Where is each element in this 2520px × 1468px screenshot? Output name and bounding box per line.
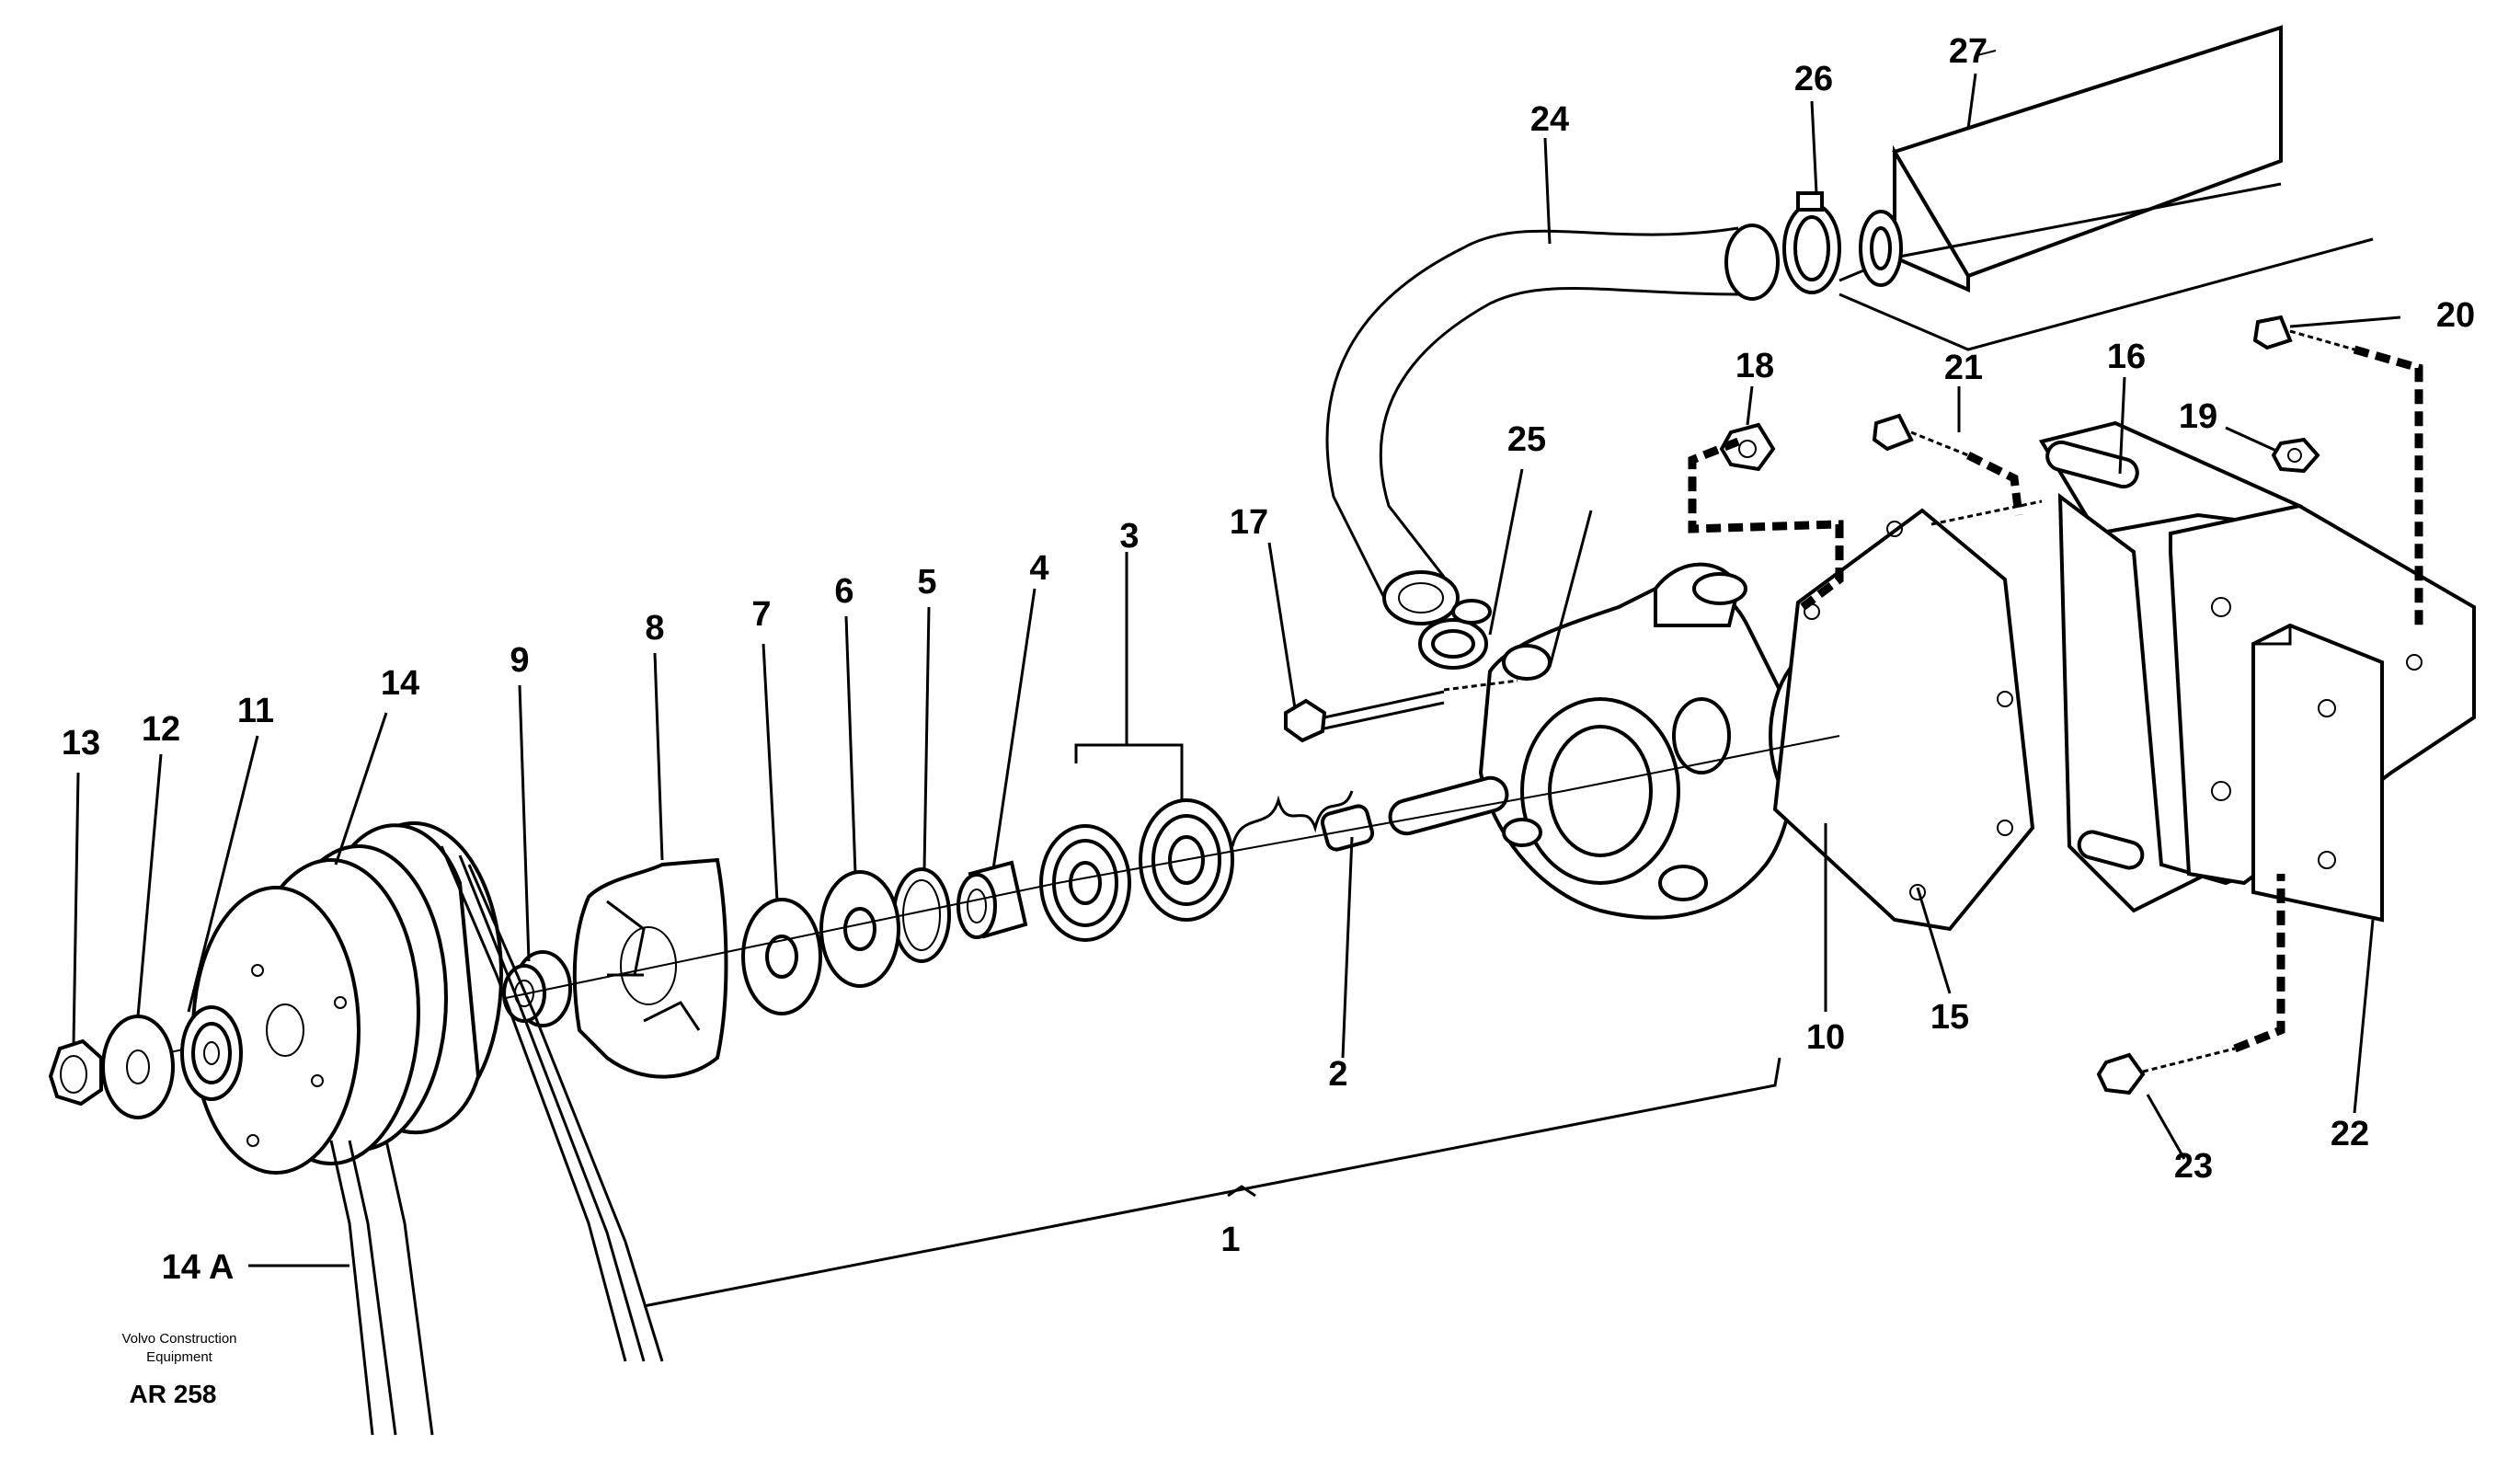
label-20: 20: [2436, 296, 2475, 335]
label-27: 27: [1949, 32, 1987, 71]
label-1: 1: [1220, 1221, 1240, 1259]
label-25: 25: [1507, 420, 1546, 459]
coolant-hose: [1325, 224, 1780, 625]
label-17: 17: [1230, 503, 1268, 542]
assembly-lines: [1688, 345, 2423, 1053]
label-4: 4: [1029, 549, 1048, 588]
label-15: 15: [1930, 998, 1969, 1037]
label-23: 23: [2174, 1147, 2213, 1186]
gasket-plate: [1772, 508, 2035, 932]
bolt-23: [2096, 1047, 2236, 1095]
leader-lines: [72, 73, 2401, 1308]
label-21: 21: [1944, 349, 1983, 387]
drawing-code: AR 258: [130, 1380, 217, 1408]
label-13: 13: [62, 724, 100, 763]
company-name-line2: Equipment: [146, 1349, 213, 1365]
bearing-inner: [1039, 824, 1131, 942]
radiator-tank: [1838, 25, 2374, 351]
drive-belt: [329, 845, 664, 1436]
bolt-17: [1284, 679, 1518, 743]
label-9: 9: [510, 641, 529, 680]
label-22: 22: [2331, 1115, 2369, 1153]
label-26: 26: [1794, 60, 1833, 98]
label-10: 10: [1806, 1018, 1845, 1057]
label-11: 11: [237, 692, 274, 730]
nut-19: [2271, 437, 2320, 474]
label-14a: 14 A: [162, 1248, 235, 1287]
washer-7: [741, 898, 822, 1015]
washer-6: [819, 870, 900, 988]
label-19: 19: [2179, 397, 2217, 436]
label-14: 14: [381, 664, 419, 703]
label-2: 2: [1328, 1055, 1347, 1094]
label-24: 24: [1530, 100, 1569, 139]
sleeve: [956, 860, 1028, 939]
bolt-upper-gasket: [1930, 499, 2043, 526]
label-6: 6: [834, 572, 853, 611]
pump-housing: [1478, 562, 1796, 920]
nut-13: [48, 1038, 103, 1107]
hose-clamp-upper: [1782, 191, 1841, 294]
center-axis-2: [505, 735, 1840, 999]
washer-12: [101, 1015, 175, 1119]
washer-11: [180, 1005, 243, 1101]
label-16: 16: [2107, 338, 2146, 376]
label-12: 12: [142, 710, 180, 749]
spacer-block: [2251, 623, 2384, 923]
pulley: [191, 821, 503, 1175]
label-8: 8: [645, 609, 664, 648]
label-5: 5: [917, 563, 936, 602]
company-name-line1: Volvo Construction: [121, 1331, 236, 1347]
bolt-20: [2252, 315, 2355, 351]
bolt-21: [1872, 413, 1969, 457]
hose-clamp-lower: [1418, 599, 1492, 670]
label-7: 7: [751, 595, 771, 634]
pump-shaft: [1231, 775, 1509, 852]
nut-18: [1719, 422, 1776, 472]
label-18: 18: [1735, 347, 1774, 385]
label-3: 3: [1119, 517, 1139, 556]
